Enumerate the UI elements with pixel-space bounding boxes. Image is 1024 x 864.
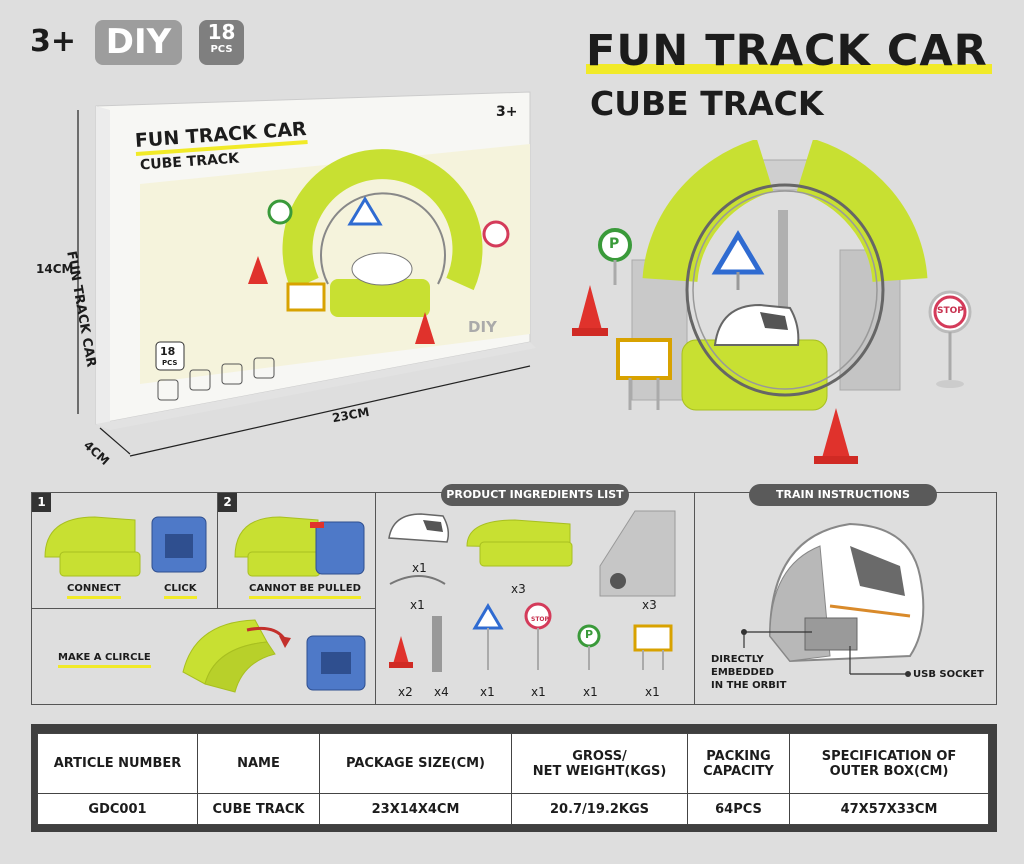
step-1-illustration bbox=[44, 516, 207, 577]
ingredients-illustration bbox=[388, 510, 676, 672]
qty-warning-sign: x1 bbox=[480, 685, 495, 699]
pieces-badge: 18 PCS bbox=[199, 20, 244, 65]
spec-table: ARTICLE NUMBER NAME PACKAGE SIZE(CM) GRO… bbox=[37, 732, 989, 825]
pieces-unit: PCS bbox=[210, 44, 233, 55]
header-outer-box-line1: SPECIFICATION OF bbox=[821, 748, 957, 764]
usb-socket-label: USB SOCKET bbox=[913, 669, 984, 680]
qty-pillar: x3 bbox=[642, 598, 657, 612]
box-pcs-number: 18 bbox=[160, 345, 176, 358]
ingredients-title: PRODUCT INGREDIENTS LIST bbox=[441, 484, 629, 506]
product-subtitle: CUBE TRACK bbox=[590, 84, 824, 123]
embedded-note-line3: IN THE ORBIT bbox=[711, 680, 787, 691]
spec-header-row: ARTICLE NUMBER NAME PACKAGE SIZE(CM) GRO… bbox=[37, 732, 989, 795]
qty-pole: x4 bbox=[434, 685, 449, 699]
header-packing-line2: CAPACITY bbox=[703, 763, 774, 779]
title-underline bbox=[586, 64, 992, 74]
train-instructions-title: TRAIN INSTRUCTIONS bbox=[749, 484, 937, 506]
make-circle-illustration bbox=[182, 619, 366, 693]
header-weight-line2: NET WEIGHT(KGS) bbox=[532, 763, 667, 779]
header-name: NAME bbox=[197, 732, 320, 795]
embedded-note-line1: DIRECTLY bbox=[711, 654, 764, 665]
cell-outer-box: 47X57X33CM bbox=[789, 793, 989, 825]
parking-sign-text: P bbox=[609, 236, 620, 252]
ingredient-parking-text: P bbox=[585, 628, 594, 641]
steps-divider-v bbox=[217, 492, 218, 609]
product-illustration bbox=[572, 140, 972, 464]
header-weight-line1: GROSS/ bbox=[572, 748, 627, 764]
cell-name: CUBE TRACK bbox=[197, 793, 320, 825]
diy-badge: DIY bbox=[95, 20, 182, 65]
package-box-illustration bbox=[77, 91, 536, 457]
steps-divider-h bbox=[31, 608, 376, 609]
qty-stop-sign: x1 bbox=[531, 685, 546, 699]
embedded-note-line2: EMBEDDED bbox=[711, 667, 774, 678]
qty-track: x3 bbox=[511, 582, 526, 596]
header-packing: PACKING CAPACITY bbox=[687, 732, 790, 795]
header-package-size: PACKAGE SIZE(CM) bbox=[319, 732, 512, 795]
spec-data-row: GDC001 CUBE TRACK 23X14X4CM 20.7/19.2KGS… bbox=[37, 793, 989, 825]
qty-train: x1 bbox=[412, 561, 427, 575]
qty-cone: x2 bbox=[398, 685, 413, 699]
box-age: 3+ bbox=[496, 104, 518, 120]
cannot-be-pulled-label: CANNOT BE PULLED bbox=[249, 583, 361, 599]
product-title: FUN TRACK CAR bbox=[586, 26, 988, 76]
qty-parking-sign: x1 bbox=[583, 685, 598, 699]
height-dimension: 14CM bbox=[36, 262, 74, 276]
cell-package-size: 23X14X4CM bbox=[319, 793, 512, 825]
click-label: CLICK bbox=[164, 583, 197, 599]
train-illustration bbox=[741, 522, 925, 677]
header-outer-box: SPECIFICATION OF OUTER BOX(CM) bbox=[789, 732, 989, 795]
cell-weight: 20.7/19.2KGS bbox=[511, 793, 688, 825]
header-article-number: ARTICLE NUMBER bbox=[37, 732, 198, 795]
step-2-illustration bbox=[234, 516, 365, 577]
embedded-note: DIRECTLY EMBEDDED IN THE ORBIT bbox=[711, 653, 786, 692]
box-diy: DIY bbox=[468, 318, 497, 336]
stop-sign-text: STOP bbox=[937, 306, 964, 316]
make-circle-label: MAKE A CLIRCLE bbox=[58, 652, 151, 668]
step-2-number: 2 bbox=[218, 493, 237, 512]
cell-article-number: GDC001 bbox=[37, 793, 198, 825]
header-outer-box-line2: OUTER BOX(CM) bbox=[829, 763, 949, 779]
pieces-number: 18 bbox=[207, 20, 236, 44]
qty-warning-board: x1 bbox=[645, 685, 660, 699]
cell-packing: 64PCS bbox=[687, 793, 790, 825]
step-1-number: 1 bbox=[32, 493, 51, 512]
header-packing-line1: PACKING bbox=[706, 748, 771, 764]
ingredient-stop-text: STOP bbox=[531, 616, 549, 623]
connect-label: CONNECT bbox=[67, 583, 121, 599]
qty-cable: x1 bbox=[410, 598, 425, 612]
header-weight: GROSS/ NET WEIGHT(KGS) bbox=[511, 732, 688, 795]
box-pcs-unit: PCS bbox=[162, 359, 178, 367]
age-label: 3+ bbox=[30, 24, 77, 59]
